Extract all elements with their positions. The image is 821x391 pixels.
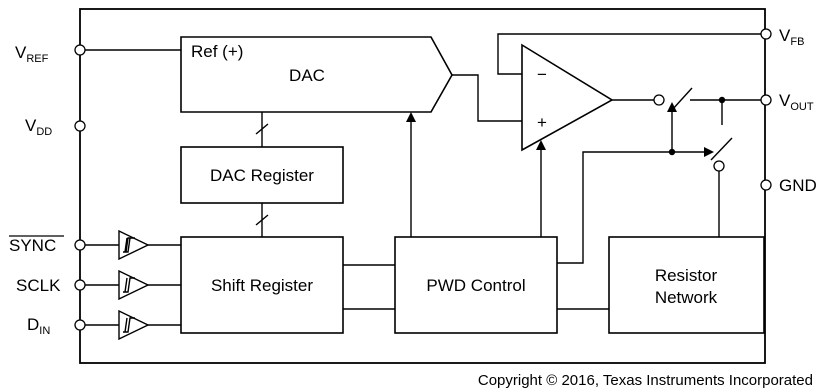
pin-gnd: GND bbox=[760, 176, 817, 195]
pwd-to-dac-arrow-icon bbox=[406, 112, 416, 122]
pin-sclk-terminal bbox=[74, 279, 86, 291]
pwd-control-block bbox=[394, 236, 558, 334]
pin-vdd-label: VDD bbox=[25, 116, 52, 138]
pwd-to-amp-arrow-icon bbox=[536, 140, 546, 150]
output-switch-icon bbox=[671, 87, 693, 111]
switch1-contact-icon bbox=[653, 94, 665, 106]
sclk-buffer-icon bbox=[85, 269, 181, 301]
pin-vout: VOUT bbox=[760, 91, 814, 113]
pin-din-label: DIN bbox=[27, 315, 50, 337]
pin-vout-label: VOUT bbox=[779, 91, 814, 113]
vfb-feedback-wire bbox=[497, 33, 761, 75]
dac-to-amp-wire bbox=[452, 74, 522, 122]
dac-block bbox=[180, 36, 453, 113]
pin-vdd-terminal bbox=[74, 120, 86, 132]
sync-buffer-icon bbox=[85, 229, 181, 261]
resistor-network-block bbox=[608, 236, 765, 334]
output-amplifier bbox=[521, 43, 614, 152]
dac-register-block bbox=[180, 146, 344, 204]
pin-sync-terminal bbox=[74, 239, 86, 251]
amp-minus-sign: − bbox=[537, 65, 547, 84]
pin-vref-terminal bbox=[74, 44, 86, 56]
pin-din: DIN bbox=[27, 315, 86, 337]
switch2-contact-icon bbox=[713, 160, 725, 172]
resistor-network-label-line2: Network bbox=[655, 288, 718, 307]
pin-vout-terminal bbox=[760, 94, 772, 106]
pin-vref-label: VREF bbox=[15, 43, 49, 65]
pwd-control-label: PWD Control bbox=[426, 276, 525, 295]
switch1-actuator-arrow-icon bbox=[667, 102, 677, 112]
dac-label: DAC bbox=[289, 66, 325, 85]
pin-vfb-terminal bbox=[760, 28, 772, 40]
pin-din-terminal bbox=[74, 319, 86, 331]
bus-slash-icon bbox=[255, 123, 269, 135]
pin-gnd-label: GND bbox=[779, 176, 817, 195]
pin-vfb: VFB bbox=[760, 26, 804, 48]
dac-register-label: DAC Register bbox=[210, 166, 314, 185]
pin-sclk: SCLK bbox=[16, 276, 86, 295]
dac-ref-label: Ref (+) bbox=[191, 42, 243, 61]
pulldown-switch-icon bbox=[710, 137, 733, 161]
pin-sync-label: SYNC bbox=[9, 236, 56, 255]
pin-gnd-terminal bbox=[760, 179, 772, 191]
bus-slash-icon bbox=[255, 214, 269, 226]
resistor-network-label-line1: Resistor bbox=[655, 266, 718, 285]
pin-vref: VREF bbox=[15, 43, 86, 65]
amp-plus-sign: + bbox=[537, 113, 547, 132]
pin-vfb-label: VFB bbox=[779, 26, 804, 48]
pwd-switch-control-wire bbox=[557, 151, 672, 264]
shift-register-label: Shift Register bbox=[211, 276, 313, 295]
pin-sync: SYNC bbox=[9, 235, 86, 255]
din-buffer-icon bbox=[85, 309, 181, 341]
pin-vdd: VDD bbox=[25, 116, 86, 138]
copyright-notice: Copyright © 2016, Texas Instruments Inco… bbox=[478, 372, 813, 389]
switch2-actuator-arrow-icon bbox=[704, 147, 714, 157]
pin-sclk-label: SCLK bbox=[16, 276, 61, 295]
